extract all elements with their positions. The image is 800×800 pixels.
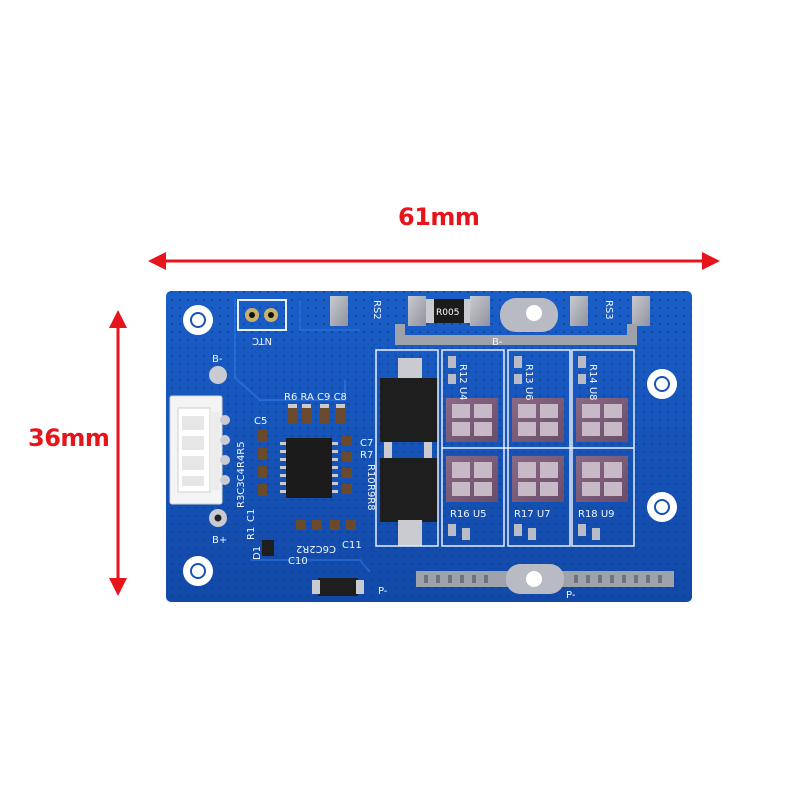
mosfet-bottom-left [380,450,438,546]
silk-c6c2r2: C6C2R2 [296,543,336,554]
height-dimension-arrow [109,310,127,596]
silk-c5: C5 [254,416,267,427]
silk-c11: C11 [342,540,362,551]
height-dimension-label: 36mm [28,424,110,452]
silk-r12-u4: R12 U4 [457,364,468,401]
silk-shunt: R005 [436,308,459,318]
controller-ic [280,438,338,498]
silk-r7: R7 [360,450,373,461]
silk-r17-u7: R17 U7 [514,509,551,520]
silk-r13-u6: R13 U6 [523,364,534,401]
silk-r10: R10 [365,464,376,484]
silk-b-minus-bus: B- [492,337,503,348]
silkscreen-labels: NTC B- B+ RS2 RS3 R005 B- R6 RA C9 C8 C5… [212,300,615,601]
width-dimension-arrow [148,252,720,270]
silk-r18-u9: R18 U9 [578,509,615,520]
silk-r1: R1 [246,527,257,540]
silk-r6-ra-c9-c8: R6 RA C9 C8 [284,392,347,403]
mounting-hole-right-bottom [647,492,677,522]
mosfet-pad-u6 [512,398,564,442]
silk-ntc: NTC [252,335,272,346]
mosfet-pad-u5 [446,456,498,502]
silk-r9r8: R9R8 [365,484,376,511]
rs3-pads [470,296,650,326]
diode-d1 [262,540,274,556]
width-dimension-label: 61mm [398,203,480,231]
mosfet-pad-u8 [576,398,628,442]
bottom-rectifier [312,578,364,596]
p-minus-bus-bar [416,564,674,594]
mounting-hole-right-top [647,369,677,399]
silk-c7: C7 [360,438,373,449]
ntc-connector-pads [237,299,287,331]
mosfet-top-left [380,358,438,452]
silk-r14-u8: R14 U8 [587,364,598,401]
mosfet-pad-u9 [576,456,628,502]
mosfet-pad-u4 [446,398,498,442]
small-smd-pads [448,356,600,540]
mounting-hole-bottom-left [183,556,213,586]
b-minus-pad [209,366,227,384]
passive-components [258,404,356,530]
connector-pin-pads [220,415,230,485]
silk-c10: C10 [288,556,308,567]
silk-rs2: RS2 [371,300,382,320]
mounting-hole-top-left [183,305,213,335]
silk-p-minus-bus: P- [566,590,576,601]
silk-r16-u5: R16 U5 [450,509,487,520]
silk-p-minus: P- [378,586,388,597]
jst-connector [169,395,223,505]
silk-c1: C1 [246,509,257,522]
silk-r3c3c4r4r5: R3C3C4R4R5 [236,441,247,508]
rs2-pads [330,296,426,326]
shunt-resistor [426,299,472,323]
silk-rs3: RS3 [603,300,614,320]
b-minus-bus-bar [395,298,637,345]
mosfet-array-outline [375,349,635,547]
silk-b-minus: B- [212,354,223,365]
silk-d1: D1 [252,546,263,560]
mosfet-pad-u7 [512,456,564,502]
silk-b-plus: B+ [212,535,227,546]
